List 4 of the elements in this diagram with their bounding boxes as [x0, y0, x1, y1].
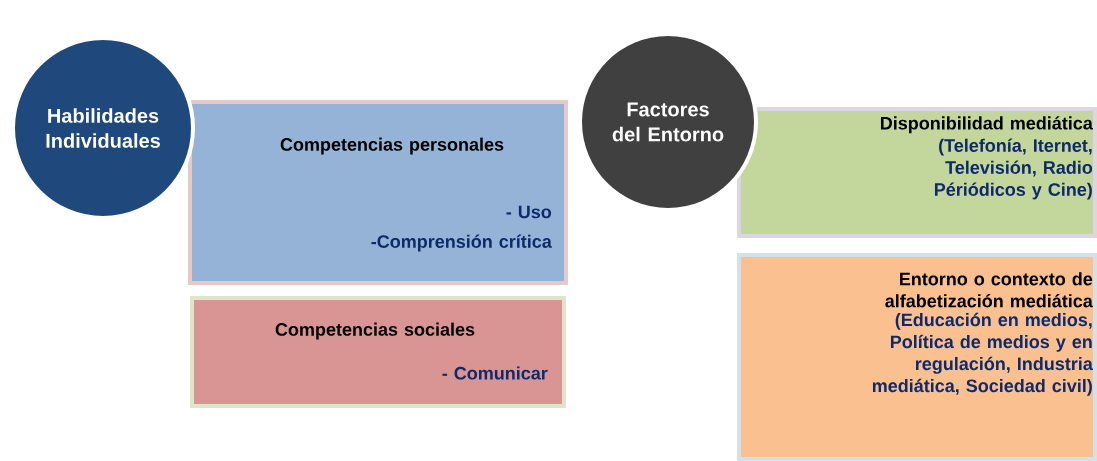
text-box: Competencias sociales - Comunicar — [190, 296, 566, 408]
text-box: Competencias personales - Uso -Comprensión crítica — [188, 100, 568, 285]
text-box: Disponibilidad mediática (Telefonía, Iternet, Televisión, Radio Périódicos y Cine) — [737, 107, 1097, 238]
text-box: Entorno o contexto de alfabetización mediática (Educación en medios, Política de medios y en regulación, Industria mediática, Sociedad civil) — [737, 253, 1097, 461]
